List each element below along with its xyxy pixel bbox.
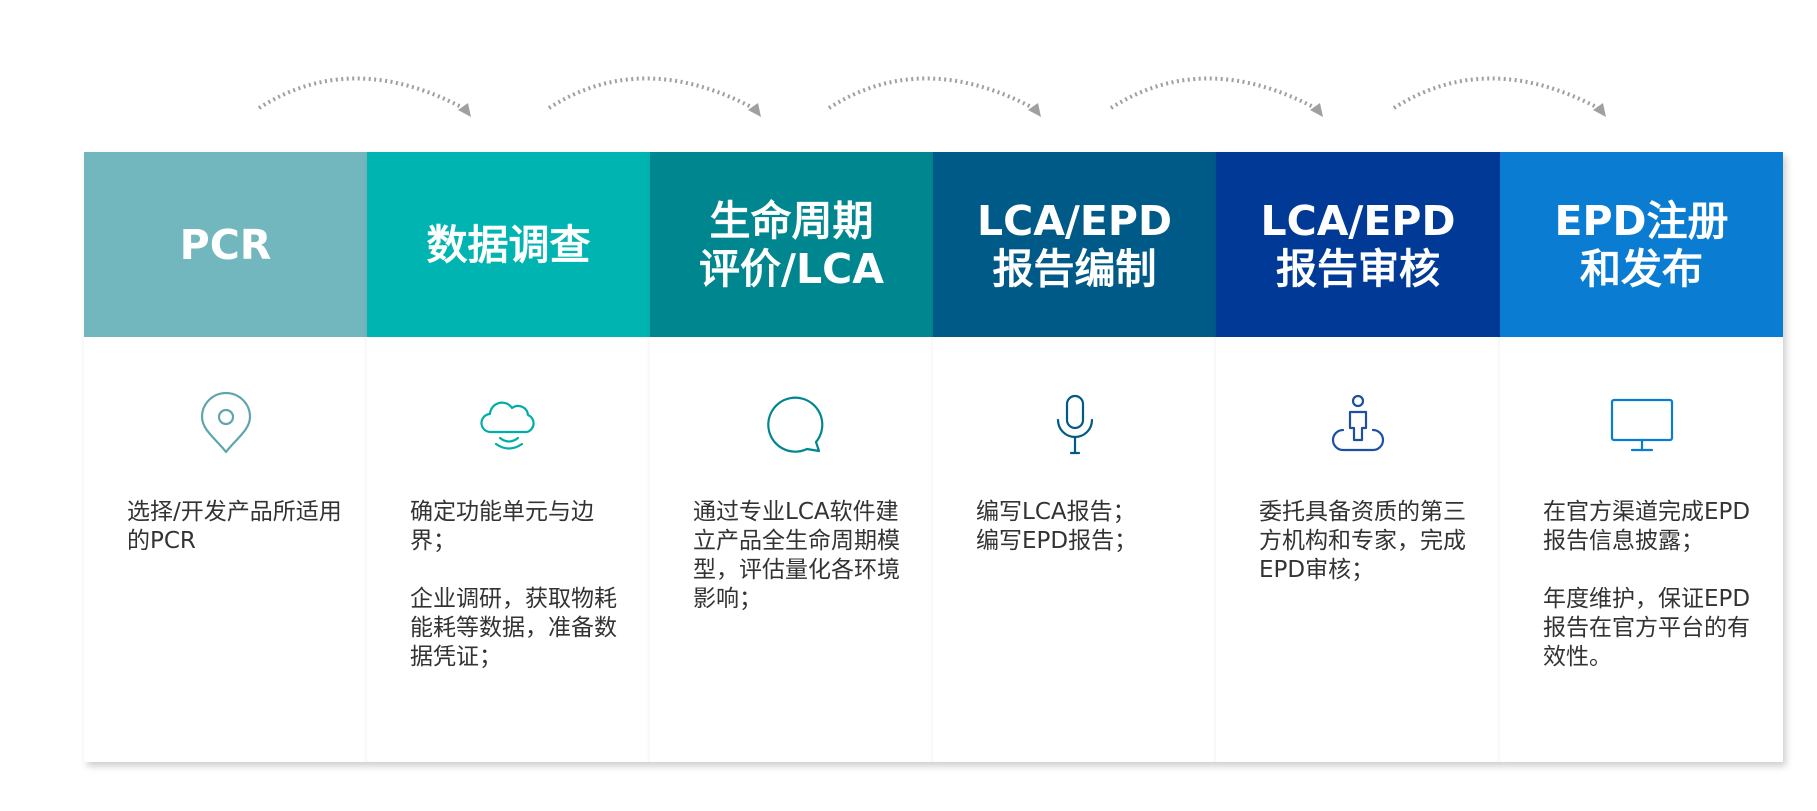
monitor-icon — [1500, 392, 1783, 458]
flow-arrow — [1392, 76, 1606, 117]
step-title: 生命周期评价/LCA — [699, 197, 884, 293]
step-title-line: 报告编制 — [992, 244, 1157, 293]
description-paragraph: 选择/开发产品所适用的PCR — [127, 499, 342, 554]
step-description: 编写LCA报告； 编写EPD报告； — [976, 498, 1202, 556]
cloud-icon — [367, 392, 650, 458]
step-title: EPD注册和发布 — [1554, 197, 1728, 293]
step-header: EPD注册和发布 — [1500, 152, 1783, 337]
step-title-line: PCR — [179, 220, 272, 269]
flow-arrows — [257, 76, 1606, 117]
step-title-line: 报告审核 — [1275, 244, 1440, 293]
step-description: 通过专业LCA软件建立产品全生命周期模型，评估量化各环境影响； — [693, 498, 919, 614]
flow-arrow — [547, 76, 761, 117]
step-body: 委托具备资质的第三方机构和专家，完成EPD审核； — [1216, 337, 1500, 762]
step-card: PCR 选择/开发产品所适用的PCR — [84, 152, 367, 762]
flow-arrow — [1109, 76, 1323, 117]
location-pin-icon — [84, 392, 367, 458]
step-card: 数据调查确定功能单元与边界； 企业调研，获取物耗能耗等数据，准备数据凭证； — [367, 152, 650, 762]
step-title-line: 评价/LCA — [699, 244, 884, 293]
person-on-podium-icon — [1216, 392, 1500, 458]
step-body: 确定功能单元与边界； 企业调研，获取物耗能耗等数据，准备数据凭证； — [367, 337, 650, 762]
step-title-line: LCA/EPD — [976, 196, 1172, 245]
step-title: 数据调查 — [427, 221, 591, 269]
description-paragraph: 通过专业LCA软件建立产品全生命周期模型，评估量化各环境影响； — [693, 499, 900, 612]
step-description: 委托具备资质的第三方机构和专家，完成EPD审核； — [1259, 498, 1486, 585]
step-title-line: LCA/EPD — [1260, 196, 1456, 245]
process-steps: PCR 选择/开发产品所适用的PCR 数据调查确定功能单元与边界； 企业调研，获取物耗… — [84, 152, 1783, 762]
step-description: 选择/开发产品所适用的PCR — [127, 498, 353, 556]
step-body: 通过专业LCA软件建立产品全生命周期模型，评估量化各环境影响； — [650, 337, 933, 762]
chat-bubble-icon — [650, 392, 933, 458]
step-title-line: EPD注册 — [1554, 196, 1729, 245]
step-description: 在官方渠道完成EPD报告信息披露； 年度维护，保证EPD报告在官方平台的有效性。 — [1543, 498, 1769, 672]
description-paragraph: 年度维护，保证EPD报告在官方平台的有效性。 — [1543, 586, 1751, 670]
step-description: 确定功能单元与边界； 企业调研，获取物耗能耗等数据，准备数据凭证； — [410, 498, 636, 672]
step-title: PCR — [180, 221, 272, 269]
step-card: EPD注册和发布在官方渠道完成EPD报告信息披露； 年度维护，保证EPD报告在官方… — [1500, 152, 1783, 762]
description-paragraph: 委托具备资质的第三方机构和专家，完成EPD审核； — [1259, 499, 1466, 583]
step-header: PCR — [84, 152, 367, 337]
microphone-icon — [933, 392, 1216, 458]
description-paragraph: 确定功能单元与边界； — [410, 499, 594, 554]
description-paragraph: 编写LCA报告； 编写EPD报告； — [976, 499, 1138, 554]
step-header: 数据调查 — [367, 152, 650, 337]
step-body: 在官方渠道完成EPD报告信息披露； 年度维护，保证EPD报告在官方平台的有效性。 — [1500, 337, 1783, 762]
step-title-line: 生命周期 — [709, 196, 874, 245]
step-card: 生命周期评价/LCA 通过专业LCA软件建立产品全生命周期模型，评估量化各环境影响… — [650, 152, 933, 762]
step-header: 生命周期评价/LCA — [650, 152, 933, 337]
description-paragraph: 企业调研，获取物耗能耗等数据，准备数据凭证； — [410, 586, 617, 670]
flow-arrow — [827, 76, 1041, 117]
step-title-line: 和发布 — [1580, 244, 1703, 293]
description-paragraph: 在官方渠道完成EPD报告信息披露； — [1543, 499, 1751, 554]
step-body: 选择/开发产品所适用的PCR — [84, 337, 367, 762]
step-body: 编写LCA报告； 编写EPD报告； — [933, 337, 1216, 762]
flow-arrow — [257, 76, 471, 117]
step-title-line: 数据调查 — [426, 220, 591, 269]
